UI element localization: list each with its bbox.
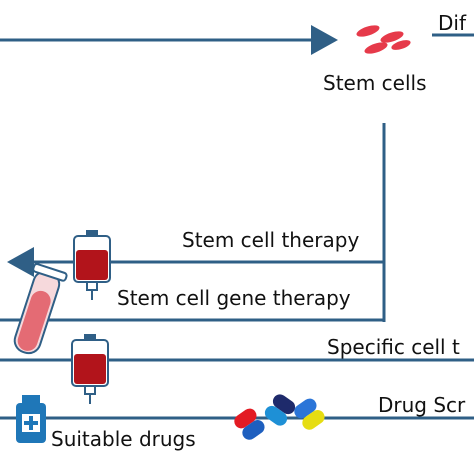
test-tube-icon bbox=[13, 263, 68, 355]
stem-cell-therapy-label: Stem cell therapy bbox=[182, 228, 359, 252]
stem-cells-icon bbox=[356, 25, 411, 54]
stem-cell-gene-therapy-label: Stem cell gene therapy bbox=[117, 286, 351, 310]
stem-cells-label: Stem cells bbox=[323, 71, 427, 95]
blood-bag-icon-2 bbox=[71, 334, 109, 404]
specific-cell-therapy-label: Specific cell t bbox=[327, 335, 460, 359]
drug-screening-label: Drug Scr bbox=[378, 393, 466, 417]
top-right-label: Dif bbox=[438, 11, 467, 35]
capsule-icon bbox=[234, 394, 325, 440]
suitable-drugs-label: Suitable drugs bbox=[51, 427, 196, 451]
medicine-bottle-icon bbox=[16, 395, 46, 443]
blood-bag-icon bbox=[73, 230, 111, 300]
